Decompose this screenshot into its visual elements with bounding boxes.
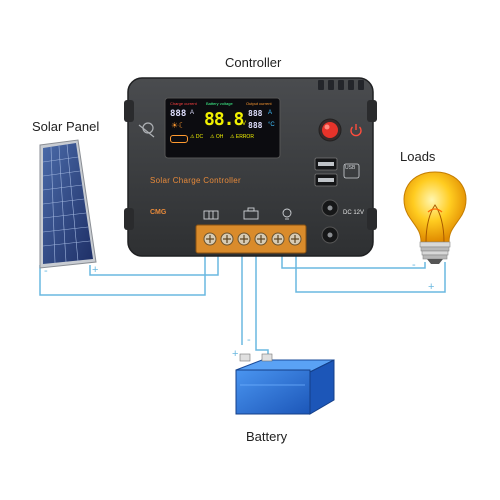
loads-label: Loads [400, 149, 436, 164]
controller-label: Controller [225, 55, 282, 70]
mount-notch-left-top [124, 100, 134, 122]
battery-terminal-icon [243, 207, 259, 220]
lcd-content: Charge current Battery voltage Output cu… [168, 101, 278, 157]
battery-negative-mark: - [247, 334, 251, 346]
usb-icon [343, 163, 360, 179]
lcd-digits-right-top: 888 [248, 109, 263, 118]
solar-panel-grid [42, 143, 91, 264]
lcd-header-battery: Battery voltage [206, 101, 233, 106]
lcd-status-indicator [170, 135, 188, 143]
lcd-display [164, 97, 281, 159]
battery-positive-terminal [261, 353, 273, 362]
wiring [39, 245, 446, 358]
wire-battery-positive [255, 245, 269, 358]
solar-panel-label: Solar Panel [32, 119, 100, 134]
wire-panel-negative [39, 245, 206, 296]
lcd-unit-v: V [242, 121, 247, 127]
usb-ports[interactable] [314, 157, 338, 187]
usb-label: USB [345, 165, 356, 171]
power-button[interactable] [318, 118, 342, 142]
dc-output-label: DC 12V [343, 210, 365, 216]
lcd-digits-right-bottom: 888 [248, 121, 263, 130]
wire-panel-positive [89, 245, 219, 276]
mount-notch-right-top [367, 100, 377, 122]
terminal-block [195, 224, 307, 254]
lcd-unit-c: °C [268, 122, 275, 128]
vent-slots [318, 80, 364, 90]
battery-label: Battery [246, 429, 288, 444]
lcd-header-charge: Charge current [170, 101, 197, 106]
battery [235, 353, 335, 415]
charge-controller [124, 77, 377, 257]
mount-notch-left-bottom [124, 208, 134, 230]
lcd-header-output: Output current [246, 101, 272, 106]
load-positive-mark: + [428, 281, 435, 293]
power-icon [350, 124, 362, 137]
mount-notch-right-bottom [367, 208, 377, 230]
load-negative-mark: - [412, 259, 416, 271]
lcd-status-dc: ⚠ DC [190, 134, 204, 140]
controller-title: Solar Charge Controller [150, 176, 241, 185]
lcd-status-oh: ⚠ OH [210, 134, 224, 140]
battery-negative-terminal [239, 353, 251, 362]
lcd-sun-moon-icon: ☀☾ [171, 121, 186, 130]
dc-output-ports[interactable] [321, 199, 339, 244]
lcd-unit-a: A [190, 110, 195, 116]
solar-panel-cells [43, 143, 93, 264]
light-bulb [403, 171, 467, 264]
solar-panel [39, 139, 97, 269]
solar-icon [138, 122, 155, 138]
lcd-status-error: ⚠ ERROR [230, 134, 254, 140]
lcd-unit-a2: A [268, 110, 273, 116]
controller-brand: CMG [150, 209, 167, 216]
panel-terminal-icon [203, 210, 219, 220]
bulb-terminal-icon [282, 208, 292, 220]
lcd-digits-left: 888 [170, 109, 187, 119]
panel-negative-mark: - [44, 265, 48, 277]
lcd-digits-center: 88.8 [204, 109, 244, 130]
wire-load-positive [295, 245, 446, 293]
terminal-icons [203, 207, 292, 220]
panel-positive-mark: + [92, 264, 99, 276]
battery-positive-mark: + [232, 348, 239, 360]
